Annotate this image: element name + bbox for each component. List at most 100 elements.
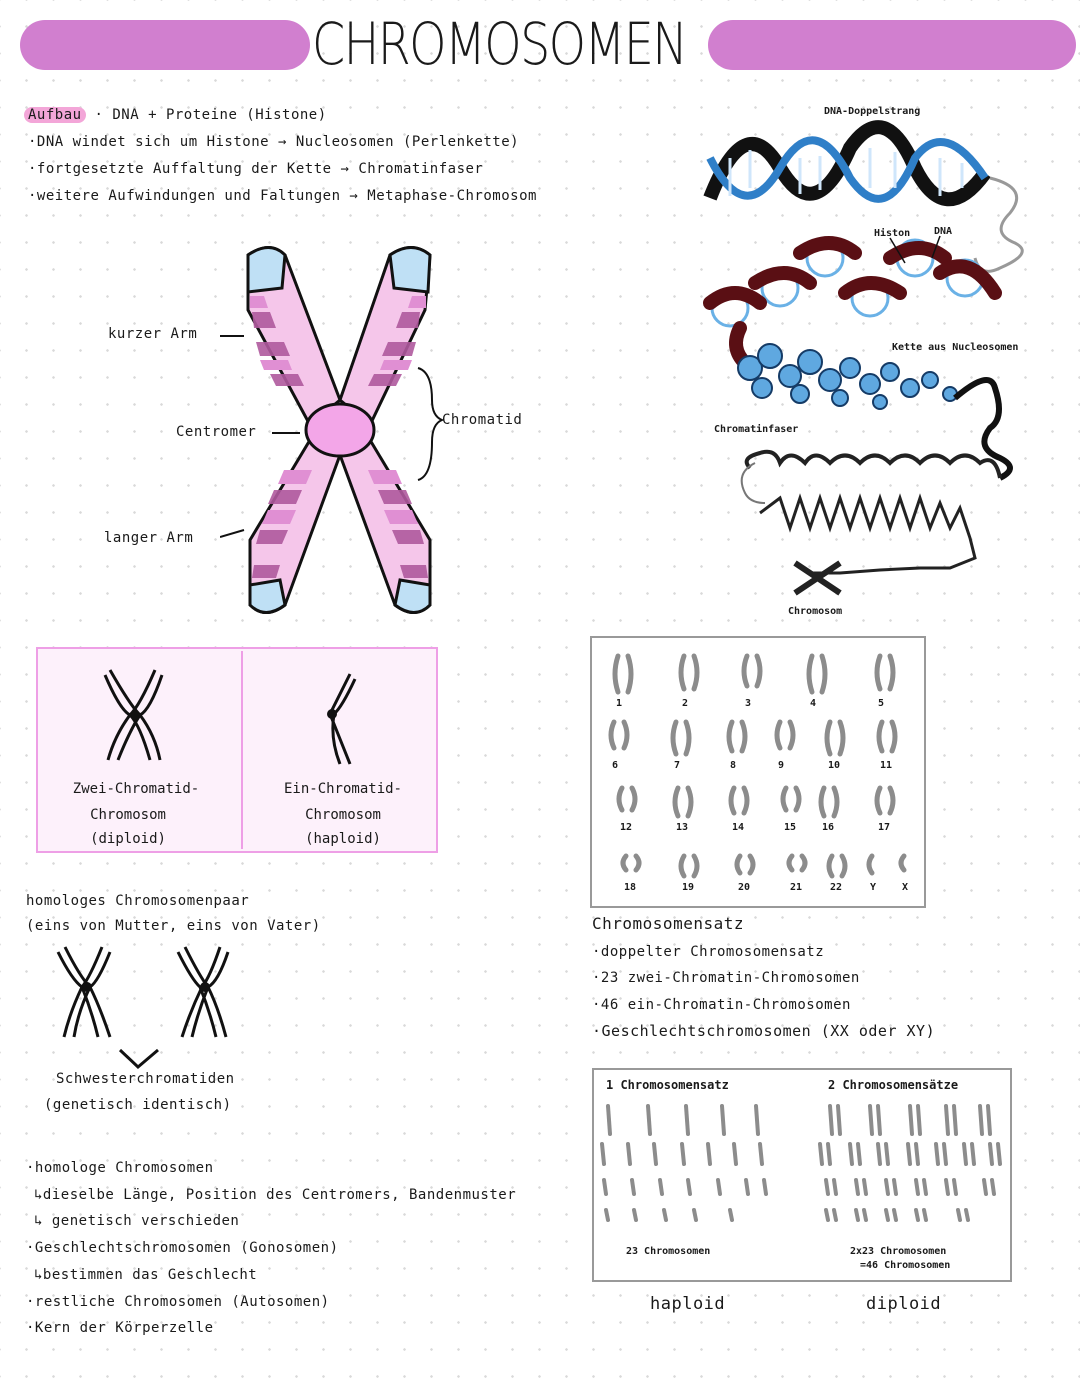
satz-line3: ·46 ein-Chromatin-Chromosomen [592,997,851,1013]
karyotype-label: 17 [878,822,891,833]
two-chromatid-label2: Chromosom [90,807,166,823]
karyotype-chromatid [672,785,681,819]
two-chromatid-icon [103,669,164,761]
diploid-chromosome [982,1178,988,1196]
karyotype-label: 1 [616,698,623,709]
haploid-chromosome [716,1178,722,1196]
karyotype-chromatid [876,719,885,754]
label-dna-doppelstrang: DNA-Doppelstrang [824,106,921,117]
karyotype-label: 18 [624,882,637,893]
label-dna: DNA [934,226,953,237]
diploid-chromosome [854,1178,860,1196]
diploid-chromosome [824,1178,830,1196]
label-long-arm: langer Arm [104,530,194,546]
diploid-chromosome [944,1178,950,1196]
one-chromatid-label3: (haploid) [305,831,381,847]
note-line1: ·homologe Chromosomen [26,1160,214,1176]
karyotype-chromatid [874,653,883,692]
haploid-chromosome [754,1104,760,1136]
haploid-chromosome [658,1178,664,1196]
karyotype-chromatid [608,719,617,751]
haploid-chromosome [692,1208,698,1222]
karyotype-chromatid [739,719,748,754]
karyotype-chromatid [787,719,796,751]
diploid-chromosome [986,1104,992,1136]
sets-box: 1 Chromosomensatz 2 Chromosomensätze 23 … [592,1068,1012,1282]
karyotype-chromatid [691,653,700,692]
karyotype-label: 16 [822,822,835,833]
label-chromatinfaser: Chromatinfaser [714,424,799,435]
diploid-chromosome [892,1208,898,1222]
diploid-chromosome [826,1142,832,1166]
diploid-chromosome [988,1142,994,1166]
aufbau-label: Aufbau [24,107,86,123]
haploid-chromosome [662,1208,668,1222]
diploid-chromosome [908,1104,914,1136]
diploid-chromosome [914,1178,920,1196]
satz-line2: ·23 zwei-Chromatin-Chromosomen [592,970,860,986]
karyotype-label: 12 [620,822,633,833]
diploid-chromosome [942,1142,948,1166]
aufbau-text1: · DNA + Proteine (Histone) [94,107,327,123]
diploid-chromosome [856,1142,862,1166]
diploid-chromosome [818,1142,824,1166]
diploid-chromosome [964,1208,970,1222]
diploid-chromosome [952,1104,958,1136]
karyotype-chromatid [683,719,692,757]
homolog-title1: homologes Chromosomenpaar [26,893,250,909]
karyotype-chromatid [685,785,694,819]
haploid-chromosome [604,1208,610,1222]
karyotype-label: Y [870,882,877,893]
karyotype-chromatid [866,853,875,876]
homolog-label2: (genetisch identisch) [44,1097,232,1113]
diploid-chromosome [990,1178,996,1196]
note-line4: ·Geschlechtschromosomen (Gonosomen) [26,1240,339,1256]
karyotype-chromatid [806,653,815,695]
haploid-chromosome [602,1178,608,1196]
karyotype-chromatid [741,785,750,816]
diploid-chromosome [854,1208,860,1222]
karyotype-label: 7 [674,760,681,771]
karyotype-label: 9 [778,760,785,771]
diploid-chromosome [914,1208,920,1222]
haploid-chromosome [652,1142,658,1166]
karyotype-label: 8 [730,760,737,771]
karyotype-chromatid [824,719,833,757]
karyotype-chromatid [889,719,898,754]
diploid-chromosome [828,1104,834,1136]
one-chromatid-label1: Ein-Chromatid- [283,781,402,797]
diploid-chromosome [996,1142,1002,1166]
label-diploid: diploid [866,1294,942,1314]
dna-packaging-diagram [703,120,1024,596]
karyotype-chromatid [620,853,629,873]
haploid-chromosome [706,1142,712,1166]
box-divider [241,651,243,849]
karyotype-label: 13 [676,822,689,833]
sets-left-title: 1 Chromosomensatz [606,1078,729,1092]
karyotype-label: 22 [830,882,843,893]
diploid-chromosome [876,1104,882,1136]
karyotype-label: 11 [880,760,893,771]
label-short-arm: kurzer Arm [108,326,198,342]
karyotype-chromatid [780,785,789,813]
karyotype-chromatid [670,719,679,757]
haploid-chromosome [680,1142,686,1166]
karyotype-chromatid [747,853,756,876]
label-chromosom: Chromosom [788,606,843,617]
diploid-chromosome [884,1208,890,1222]
header-bar-right [708,20,1076,70]
diploid-chromosome [922,1208,928,1222]
haploid-chromosome [600,1142,606,1166]
karyotype-label: 6 [612,760,619,771]
karyotype-chromatid [726,719,735,754]
diploid-chromosome [884,1178,890,1196]
diploid-chromosome [906,1142,912,1166]
karyotype-chromatid [691,853,700,879]
note-line5: ↳bestimmen das Geschlecht [34,1267,258,1283]
karyotype-label: X [902,882,909,893]
label-chromatid: Chromatid [442,412,523,428]
karyotype-chromatid [786,853,795,873]
karyotype-chromatid [741,653,750,689]
karyotype-chromatid [633,853,642,873]
sets-right-title: 2 Chromosomensätze [828,1078,959,1092]
